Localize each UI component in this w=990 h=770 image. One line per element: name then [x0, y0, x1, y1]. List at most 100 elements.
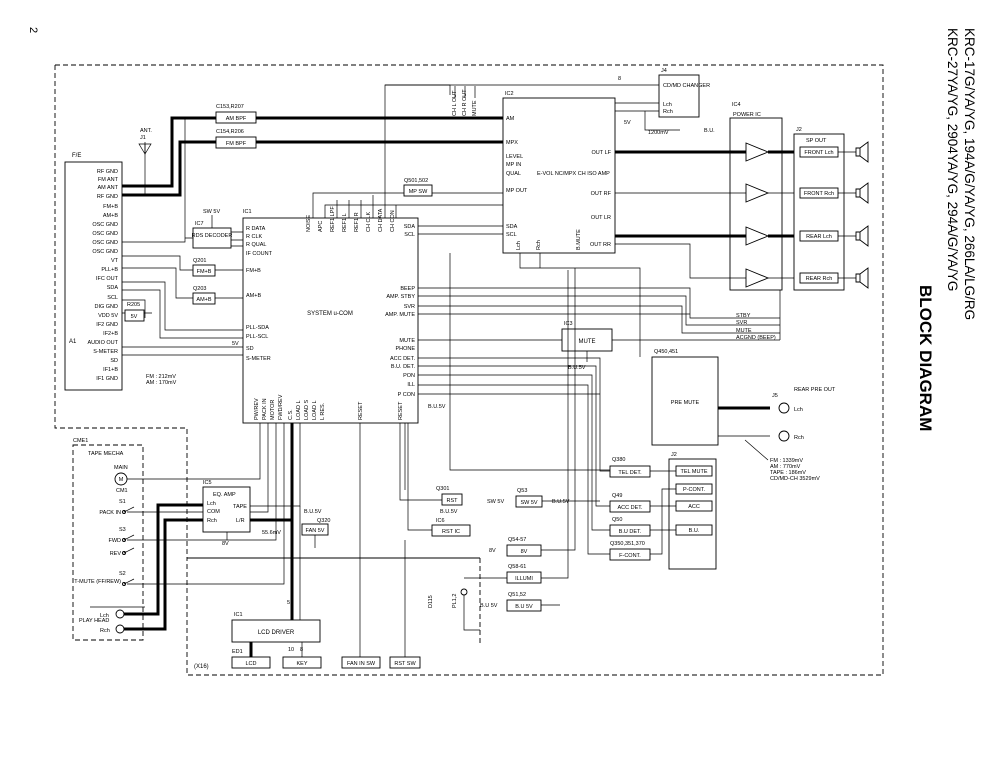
play-head-lch: Lch: [100, 613, 109, 619]
cd-changer-ref: J4: [661, 68, 667, 74]
key-label: KEY: [296, 661, 307, 667]
tel-det-line: [449, 253, 610, 471]
ic1-left-pin: R DATA: [246, 226, 266, 232]
cm1-label: CM1: [116, 488, 128, 494]
eq-amp-level: 55.6mV: [262, 530, 281, 536]
mp-sw-label: MP SW: [409, 189, 428, 195]
ic1-right-pin: B.U. DET.: [391, 364, 416, 370]
lcd-driver-ref: IC1: [234, 612, 243, 618]
ic1-left-pin: PLL-SDA: [246, 325, 269, 331]
ic1-top-pin: CH CON: [390, 210, 396, 232]
ic1-right-pin: SVR: [404, 304, 415, 310]
q201-q203-lines: [215, 269, 243, 299]
ic1-right-pin: AMP. STBY: [386, 294, 415, 300]
sw5v-label: SW 5V: [520, 500, 537, 506]
rear-pre-out-rch-jack: [778, 430, 790, 442]
mute-ic-supply: B.U.5V: [568, 365, 586, 371]
i2c-lines: [418, 225, 503, 235]
fe-pin-label: OSC GND: [92, 240, 118, 246]
head-l-icon: [115, 609, 125, 619]
bu-det-box: [609, 524, 651, 537]
eq-amp-rch: Rch: [207, 518, 217, 524]
ic2-top-pin: CH R OUT: [462, 89, 468, 116]
ic2-left-pin: SCL: [506, 232, 517, 238]
tape-mecha-label: TAPE MECHA: [88, 451, 124, 457]
ic1-right-pin: SDA: [404, 224, 416, 230]
ic1-right-pin: AMP. MUTE: [385, 312, 415, 318]
key-bus-count: 8: [300, 647, 303, 653]
eq-amp-lch: Lch: [207, 501, 216, 507]
ic2-left-pin: AM: [506, 116, 515, 122]
tel-det-box: [609, 465, 651, 478]
tape-audio-bus: [250, 423, 294, 522]
rear-pre-out-label: REAR PRE OUT: [794, 387, 836, 393]
bu-det-label: B.U DET.: [619, 529, 642, 535]
antenna-bus: [122, 116, 216, 197]
power-ic-label: POWER IC: [733, 112, 761, 118]
cd-vol: 5V: [624, 120, 631, 126]
bu5v-box: [506, 599, 542, 612]
sp-out-ref: J2: [796, 127, 802, 133]
evol-ref: IC2: [505, 91, 514, 97]
sw5v-box: [515, 495, 543, 508]
supply-lines: [463, 268, 600, 631]
ic1-bottom-pin: C.S.: [288, 409, 294, 420]
play-head-bus: [124, 503, 203, 631]
fan-5v-supply: B.U.5V: [304, 509, 322, 515]
d115-ref: D115: [428, 595, 434, 608]
mp-sw-box: [403, 184, 433, 197]
ic1-right-pin: MUTE: [399, 338, 415, 344]
fe-pin-label: SD: [110, 358, 118, 364]
tape-switch-ref: S3: [119, 527, 126, 533]
fe-pin-label: VT: [111, 258, 119, 264]
fe-pin-label: IF2 GND: [96, 322, 118, 328]
ic1-left-pin: PLL-SCL: [246, 334, 268, 340]
ic1-bottom-pin: RESET: [358, 401, 364, 420]
tape-switch-ref: S2: [119, 571, 126, 577]
rst-ref: Q301: [436, 486, 449, 492]
lcd-bus-count: 5: [287, 600, 290, 606]
acc-det-ref: Q49: [612, 493, 622, 499]
mute-ic-label: MUTE: [579, 339, 596, 345]
cd-changer-label: CD/MD CHANGER: [663, 83, 710, 89]
power-ic-pin-label: ACGND (BEEP): [736, 335, 776, 341]
fe-pin-label: IF1+B: [103, 367, 118, 373]
cd-changer-lch: Lch: [663, 102, 672, 108]
tape-switch-label: FWD: [108, 538, 121, 544]
fe-pin-label: OSC GND: [92, 249, 118, 255]
j2-input-row-label: B.U.: [689, 528, 700, 534]
sw5v-ref: Q53: [517, 488, 527, 494]
eq-amp-supply: 8V: [222, 541, 229, 547]
rst-ic-label: RST IC: [442, 529, 460, 535]
page-number: 2: [27, 27, 39, 33]
ic1-left-pin: SD: [246, 346, 254, 352]
fe-ref: F/E: [72, 153, 81, 159]
ic2-left-pin: LEVEL: [506, 154, 523, 160]
sp-out-box: [793, 133, 845, 291]
sw5v-bu: B.U.5V: [552, 499, 570, 505]
system-ucom-label: SYSTEM u-COM: [307, 311, 353, 317]
ic1-bottom-pin: LOAD S: [304, 399, 310, 420]
ic2-top-wires: [454, 86, 476, 98]
power-ic-bu: B.U.: [704, 128, 715, 134]
ant-label: ANT.: [140, 128, 152, 134]
rst-sw-label: RST SW: [394, 661, 416, 667]
rear-pre-out-lch: Lch: [794, 407, 803, 413]
ic1-left-pin: S-METER: [246, 356, 271, 362]
fe-block: [64, 161, 123, 391]
rst-label: RST: [447, 498, 459, 504]
acc-det-box: [609, 500, 651, 513]
pre-mute-ref: Q450,451: [654, 349, 678, 355]
j2-input-box: [668, 458, 717, 570]
rst-ic-supply: B.U.5V: [440, 509, 458, 515]
ic1-bu-label: B.U.5V: [428, 404, 446, 410]
fan-in-sw-box: [341, 656, 381, 669]
fe-pin-label: AM ANT: [98, 185, 119, 191]
r205-label: 5V: [131, 314, 138, 320]
rds-label: RDS DECODER: [192, 233, 233, 239]
mp-sw-ref: Q501,502: [404, 178, 428, 184]
tape-switch-label: REV: [110, 551, 122, 557]
